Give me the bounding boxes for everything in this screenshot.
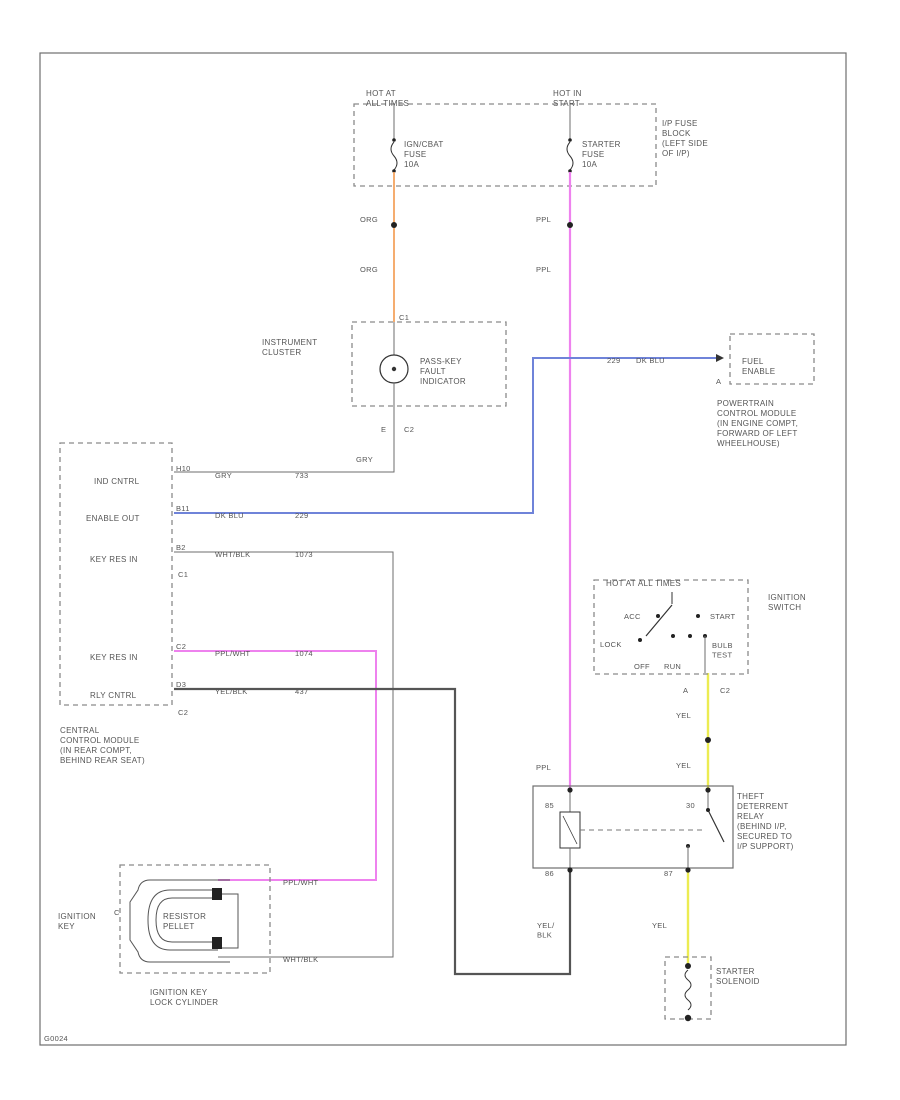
wire-label-gry: GRY	[356, 455, 373, 464]
resistor-pellet-holder	[147, 889, 218, 951]
wire-label-ppl-wht: PPL/WHT	[215, 649, 251, 658]
central-control-module: IND CNTRL ENABLE OUT KEY RES IN KEY RES …	[59, 442, 191, 765]
cluster-pin-top: C1	[399, 313, 409, 322]
wire-dk-blu	[174, 357, 720, 514]
wire-label-yel: YEL	[652, 921, 667, 930]
wire-label-org: ORG	[360, 265, 378, 274]
ign-pin: A	[683, 686, 688, 695]
pellet-contact	[212, 937, 222, 949]
ccm-pin: B11	[176, 504, 190, 513]
ign-position-start: START	[710, 612, 736, 621]
wire-label-wht-blk: WHT/BLK	[283, 955, 318, 964]
ccm-connector-c2: C2	[178, 708, 188, 717]
wire-code: 229	[295, 511, 308, 520]
wire-code: 1073	[295, 550, 313, 559]
wire-label-ppl-wht: PPL/WHT	[283, 878, 319, 887]
relay-pin-85: 85	[545, 801, 554, 810]
wire-label-gry: GRY	[215, 471, 232, 480]
cluster-connector-c2: C2	[404, 425, 414, 434]
ccm-row-key-res-in: KEY RES IN	[90, 555, 138, 564]
wire-label-yel-blk: YEL/BLK	[215, 687, 248, 696]
cluster-pin-e: E	[381, 425, 386, 434]
wire-ppl-wht	[174, 650, 377, 881]
wire-label-ppl: PPL	[536, 763, 551, 772]
wire-label-dk-blu: DK BLU	[636, 356, 665, 365]
ign-position-acc: ACC	[624, 612, 641, 621]
ccm-pin: C2	[176, 642, 186, 651]
wire-label-yel: YEL	[676, 711, 691, 720]
relay-pin-30: 30	[686, 801, 695, 810]
ccm-pin: H10	[176, 464, 191, 473]
relay-pin-87: 87	[664, 869, 673, 878]
solenoid-coil	[684, 969, 692, 1011]
ign-position-run: RUN	[664, 662, 681, 671]
pcm-pin: A	[716, 377, 721, 386]
fuse-symbol	[390, 141, 398, 171]
wire-label-yel-blk: YEL/BLK	[537, 921, 555, 939]
ccm-pin: D3	[176, 680, 186, 689]
ccm-row-rly-cntrl: RLY CNTRL	[90, 691, 137, 700]
ccm-pin: B2	[176, 543, 186, 552]
ccm-row-enable-out: ENABLE OUT	[86, 514, 140, 523]
wire-gry	[174, 407, 395, 473]
wire-yel-blk	[174, 687, 572, 976]
wire-label-ppl: PPL	[536, 265, 551, 274]
fuse-symbol	[566, 141, 574, 171]
wire-label-yel: YEL	[676, 761, 691, 770]
hot-at-all-times-ign-label: HOT AT ALL TIMES	[606, 579, 681, 588]
wire-wht-blk	[174, 551, 394, 958]
wire-label-wht-blk: WHT/BLK	[215, 550, 250, 559]
wire-code: 229	[607, 356, 620, 365]
ign-position-lock: LOCK	[600, 640, 622, 649]
diagram-border	[39, 52, 847, 1046]
wire-label-org: ORG	[360, 215, 378, 224]
pellet-contact	[212, 888, 222, 900]
ignition-switch-arm	[645, 604, 673, 637]
ign-connector-c2: C2	[720, 686, 730, 695]
ccm-row-ind-cntrl: IND CNTRL	[94, 477, 140, 486]
ign-position-off: OFF	[634, 662, 650, 671]
ccm-connector-c1: C1	[178, 570, 188, 579]
relay-pin-86: 86	[545, 869, 554, 878]
wire-code: 733	[295, 471, 308, 480]
ccm-row-key-res-in: KEY RES IN	[90, 653, 138, 662]
wire-code: 437	[295, 687, 308, 696]
wire-label-ppl: PPL	[536, 215, 551, 224]
key-outline	[129, 879, 230, 963]
wire-code: 1074	[295, 649, 313, 658]
footer-code: G0024	[44, 1034, 68, 1043]
relay-switch	[707, 809, 725, 843]
key-symbol: C	[114, 908, 120, 917]
wire-label-dk-blu: DK BLU	[215, 511, 244, 520]
